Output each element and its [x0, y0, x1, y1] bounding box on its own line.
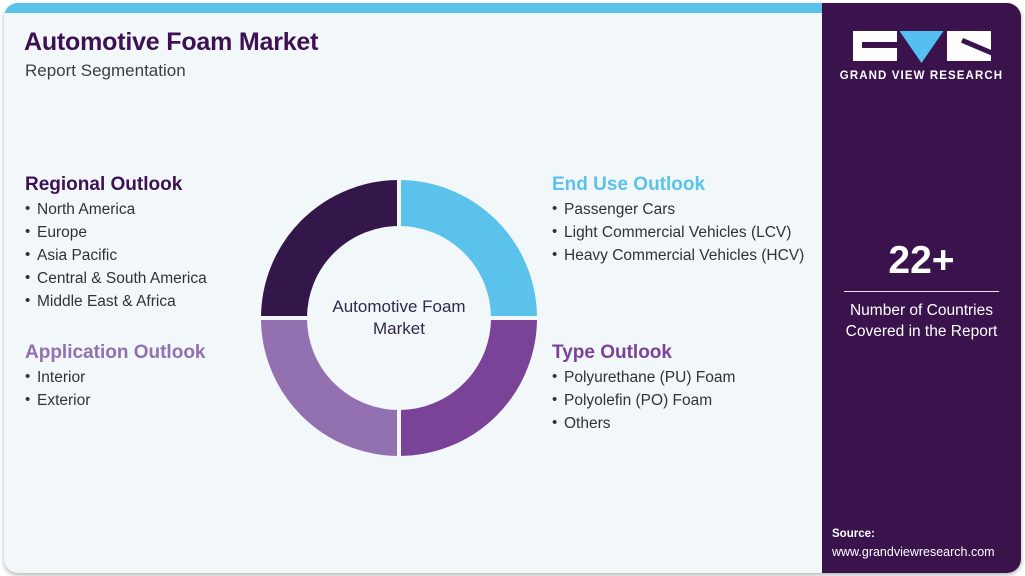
donut-segment-regional	[261, 180, 400, 319]
stat-label-line2: Covered in the Report	[845, 322, 998, 340]
list-item: Asia Pacific	[25, 244, 285, 268]
list-item: Central & South America	[25, 267, 285, 291]
source-url[interactable]: www.grandviewresearch.com	[832, 544, 995, 559]
regional-outlook-heading: Regional Outlook	[25, 174, 183, 195]
list-item: Passenger Cars	[552, 198, 810, 222]
source-title: Source:	[832, 527, 875, 540]
stat-divider	[844, 291, 999, 292]
end-use-outlook-heading: End Use Outlook	[552, 174, 706, 195]
list-item: Exterior	[25, 389, 285, 413]
main-panel: Automotive Foam Market Report Segmentati…	[4, 3, 822, 573]
application-outlook-block: Application Outlook Interior Exterior	[25, 341, 285, 413]
page-subtitle: Report Segmentation	[25, 61, 186, 80]
donut-chart-svg	[259, 178, 539, 458]
application-outlook-list: Interior Exterior	[25, 366, 285, 413]
donut-segment-application	[261, 317, 400, 456]
list-item: Europe	[25, 221, 285, 245]
grand-view-research-logo: GRAND VIEW RESEARCH	[822, 31, 1021, 82]
list-item: North America	[25, 198, 285, 222]
list-item: Polyolefin (PO) Foam	[552, 389, 810, 413]
regional-outlook-block: Regional Outlook North America Europe As…	[25, 173, 285, 313]
logo-wordmark: GRAND VIEW RESEARCH	[839, 70, 1004, 82]
stat-label-line1: Number of Countries	[849, 302, 993, 319]
logo-g-icon	[852, 31, 897, 61]
list-item: Middle East & Africa	[25, 290, 285, 314]
stat-value: 22+	[888, 239, 955, 282]
type-outlook-list: Polyurethane (PU) Foam Polyolefin (PO) F…	[552, 366, 810, 436]
end-use-outlook-block: End Use Outlook Passenger Cars Light Com…	[552, 173, 810, 268]
countries-stat: 22+ Number of Countries Covered in the R…	[822, 241, 1021, 343]
top-accent-bar	[4, 3, 822, 13]
donut-segment-type	[398, 317, 537, 456]
regional-outlook-list: North America Europe Asia Pacific Centra…	[25, 198, 285, 314]
sidebar: GRAND VIEW RESEARCH 22+ Number of Countr…	[822, 3, 1021, 573]
donut-chart: Automotive Foam Market	[254, 173, 544, 463]
list-item: Heavy Commercial Vehicles (HCV)	[552, 244, 810, 268]
logo-marks	[822, 31, 1021, 63]
type-outlook-block: Type Outlook Polyurethane (PU) Foam Poly…	[552, 341, 810, 436]
end-use-outlook-list: Passenger Cars Light Commercial Vehicles…	[552, 198, 810, 268]
infographic-card: Automotive Foam Market Report Segmentati…	[4, 3, 1021, 573]
list-item: Light Commercial Vehicles (LCV)	[552, 221, 810, 245]
source-block: Source: www.grandviewresearch.com	[832, 526, 1021, 561]
stat-label: Number of Countries Covered in the Repor…	[822, 301, 1021, 343]
application-outlook-heading: Application Outlook	[25, 342, 206, 363]
logo-v-triangle-icon	[899, 31, 944, 63]
list-item: Others	[552, 412, 810, 436]
type-outlook-heading: Type Outlook	[552, 342, 672, 363]
logo-r-icon	[946, 31, 991, 61]
list-item: Polyurethane (PU) Foam	[552, 366, 810, 390]
page-title: Automotive Foam Market	[24, 28, 319, 56]
list-item: Interior	[25, 366, 285, 390]
donut-segment-end-use	[398, 180, 537, 319]
